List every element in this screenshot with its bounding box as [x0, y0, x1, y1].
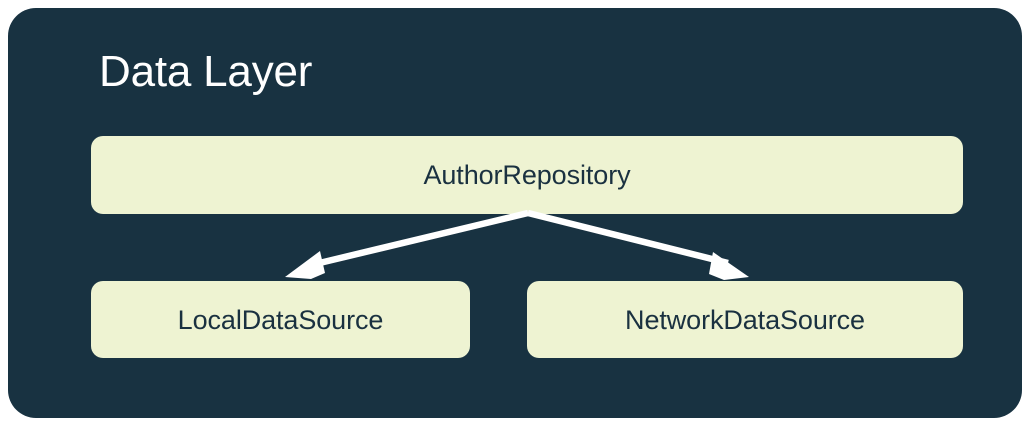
node-label-network-data-source: NetworkDataSource	[625, 304, 865, 335]
node-label-author-repository: AuthorRepository	[423, 160, 631, 190]
node-label-local-data-source: LocalDataSource	[177, 304, 384, 335]
node-network-data-source[interactable]: NetworkDataSource	[527, 281, 963, 358]
page-title: Data Layer	[99, 47, 313, 96]
node-local-data-source[interactable]: LocalDataSource	[91, 281, 470, 358]
node-author-repository[interactable]: AuthorRepository	[91, 136, 963, 214]
